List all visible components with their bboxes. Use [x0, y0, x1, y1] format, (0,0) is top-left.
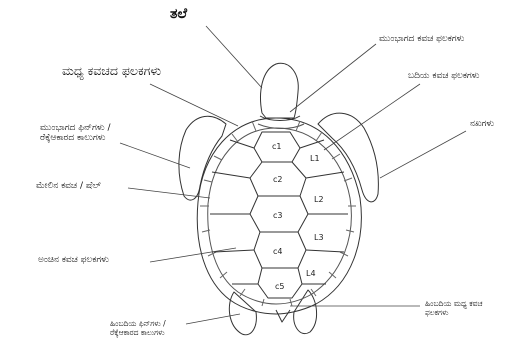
scute-label-l1: L1 — [310, 154, 320, 163]
label-head: ತಲೆ — [170, 6, 187, 22]
scute-label-c1: c1 — [272, 142, 282, 151]
rear-left-flipper — [229, 292, 256, 335]
label-front-flippers: ಮುಂಭಾಗದ ಫಿನ್‌ಗಳು / ರೆಕ್ಕೆಆಕಾರದ ಕಾಲುಗಳು — [40, 123, 110, 144]
scute-label-l2: L2 — [314, 195, 324, 204]
label-rear-flippers: ಹಿಂಬದಿಯ ಫಿನ್‌ಗಳು / ರೆಕ್ಕೆಆಕಾರದ ಕಾಲುಗಳು — [110, 320, 166, 337]
scute-label-c5: c5 — [275, 282, 285, 291]
scute-label-c2: c2 — [273, 175, 283, 184]
label-rear-central: ಹಿಂಬದಿಯ ಮಧ್ಯ ಕವಚ ಫಲಕಗಳು — [425, 300, 483, 317]
label-claws: ನಖಗಳು — [470, 119, 494, 129]
scute-label-c4: c4 — [273, 247, 283, 256]
scute-label-c3: c3 — [273, 211, 283, 220]
label-rear-flippers-line2: ರೆಕ್ಕೆಆಕಾರದ ಕಾಲುಗಳು — [110, 329, 166, 338]
scute-label-l3: L3 — [314, 233, 324, 242]
label-front-scutes: ಮುಂಭಾಗದ ಕವಚ ಫಲಕಗಳು — [379, 34, 464, 44]
scute-label-l4: L4 — [306, 269, 316, 278]
label-lateral-scutes: ಬದಿಯ ಕವಚ ಫಲಕಗಳು — [408, 71, 480, 81]
label-central-scutes: ಮಧ್ಯ ಕವಚದ ಫಲಕಗಳು — [62, 64, 161, 78]
label-marginal-scutes: ಅಂಚಿನ ಕವಚ ಫಲಕಗಳು — [38, 255, 109, 265]
turtle-tail — [276, 310, 290, 322]
label-front-flippers-line1: ಮುಂಭಾಗದ ಫಿನ್‌ಗಳು / — [40, 123, 110, 133]
rear-right-flipper — [294, 290, 317, 334]
label-rear-central-line2: ಫಲಕಗಳು — [425, 309, 483, 318]
label-carapace: ಮೇಲಿನ ಕವಚ / ಷೆಲ್ — [36, 181, 101, 191]
label-front-flippers-line2: ರೆಕ್ಕೆಆಕಾರದ ಕಾಲುಗಳು — [40, 133, 110, 143]
